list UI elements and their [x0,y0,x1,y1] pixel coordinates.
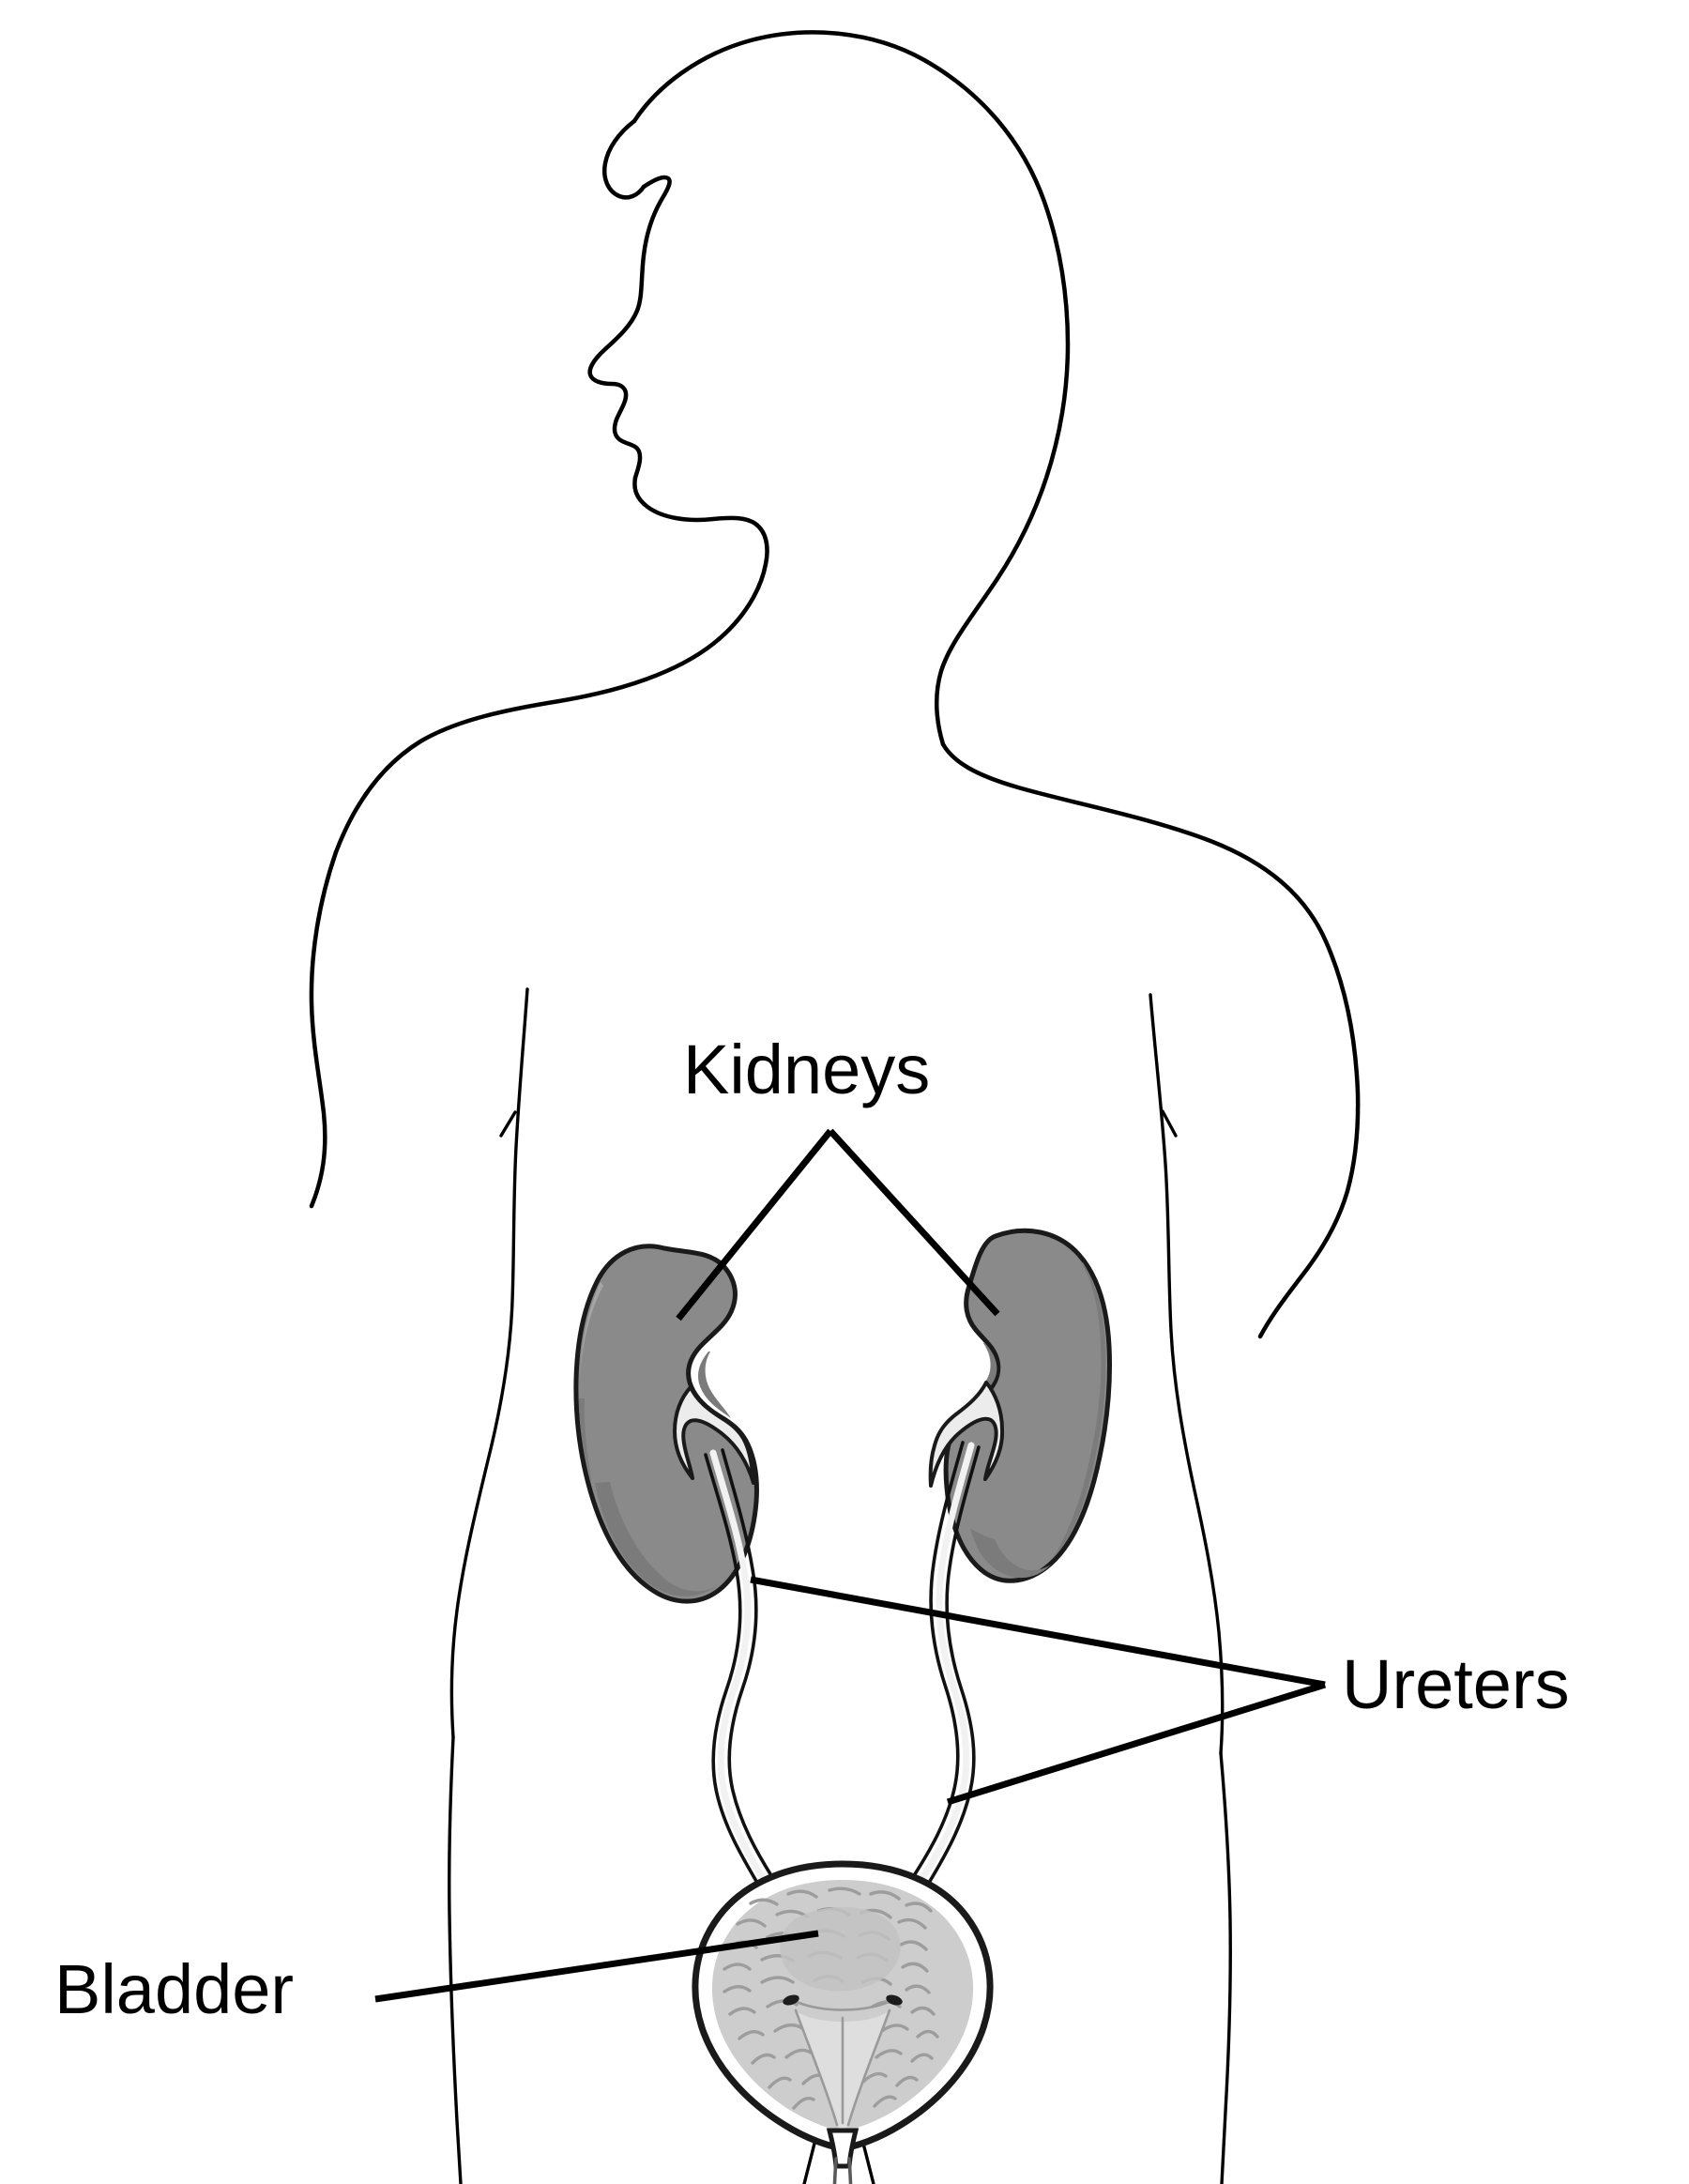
jaw-neck-left-outline [333,475,769,855]
label-bladder: Bladder [54,1950,294,2028]
kidney-left-shadow [595,1482,719,1596]
labels-group: Kidneys Ureters Bladder [54,1031,1570,2028]
torso-right-flank-outline [1149,993,1225,1755]
ureter-right-wall-lateral [911,1441,965,1879]
kidney-left-shadow-lower [579,1398,592,1483]
kidney-right-shadow-lower [970,1528,1051,1579]
interureteric-ridge [786,1995,899,2011]
trigone-edge-right [846,2008,891,2127]
hip-crest-mark-right [1161,1109,1178,1138]
ureter-right [911,1441,981,1885]
ureter-left-wall-medial [704,1453,759,1885]
arm-right-outline [1257,939,1361,1339]
kidney-left-renal-pelvis [673,1385,755,1485]
bladder-neck [826,2128,860,2169]
label-ureters: Ureters [1342,1645,1570,1723]
shoulder-right-outline [940,741,1329,944]
leader-lines [374,1128,1327,2003]
label-kidneys: Kidneys [683,1031,930,1108]
torso-left-flank-outline [449,987,529,1739]
ureteric-orifice-right [886,1994,903,2006]
urethra-right-wall [847,2157,853,2184]
leg-left-outer-outline [448,1735,463,2184]
leader-line-ureters [750,1576,1327,1806]
leg-right-outer-outline [1219,1751,1232,2184]
kidney-left-notch-shadow [698,1352,731,1418]
kidney-right-renal-pelvis [928,1381,1005,1488]
head-and-face-outline [631,30,1071,747]
kidney-left [573,1244,759,1604]
ureteric-orifice-left [783,1994,799,2006]
arm-left-outline [309,849,339,1209]
kidney-right [928,1228,1113,1583]
urethra-left-wall [832,2157,838,2184]
trigone-edge-left [794,2008,839,2127]
kidney-left-cortex [573,1244,759,1604]
leader-line-bladder [374,1930,819,2003]
kidney-right-cortex [943,1228,1113,1583]
ureter-right-lumen [918,1442,975,1884]
forehead-notch-outline [602,118,647,200]
leader-line-kidneys [676,1128,1000,1321]
ureter-left-lumen [709,1449,768,1884]
ureter-right-wall-medial [927,1445,981,1885]
ureter-left-wall-lateral [721,1448,774,1879]
urinary-bladder [692,1860,994,2184]
bladder-dome-highlight [780,1906,901,1992]
face-profile-nose-lips-chin [587,175,672,481]
hip-crest-mark-left [499,1110,517,1138]
ureter-left [704,1448,774,1885]
